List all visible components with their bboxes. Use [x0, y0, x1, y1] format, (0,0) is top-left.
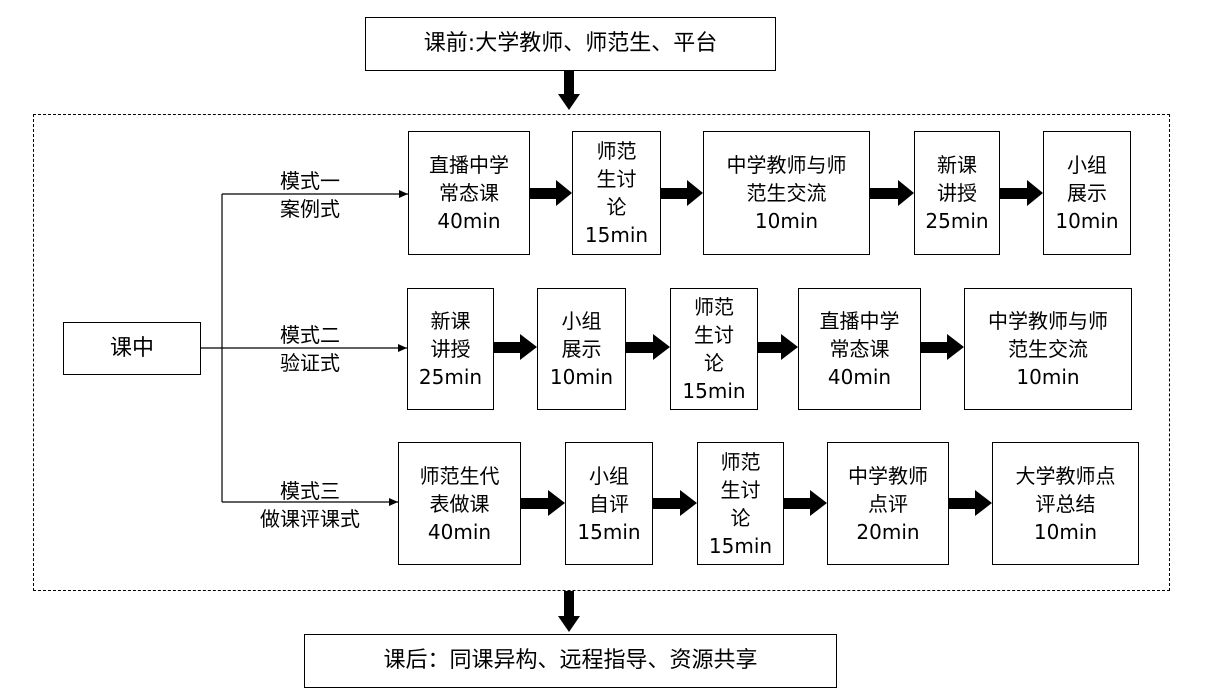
text-line: 小组	[1067, 153, 1107, 177]
text-line: 小组	[589, 463, 629, 488]
text-line: 展示	[561, 337, 602, 361]
text-line: 师范	[596, 139, 637, 163]
text-line: 师范	[720, 449, 761, 474]
in-class-box: 课中	[63, 322, 201, 375]
in-class-region	[33, 114, 1170, 591]
text-line: 25min	[418, 365, 483, 389]
text-line: 大学教师点	[1015, 463, 1116, 488]
text-line: 表做课	[429, 491, 490, 516]
text-line: 15min	[577, 519, 641, 544]
text-line: 新课	[430, 309, 471, 333]
down-arrow-bottom	[558, 591, 580, 632]
row3-arrows	[521, 490, 992, 516]
text-line: 25min	[925, 209, 989, 233]
text-line: 论	[606, 195, 627, 219]
before-class-text: 课前:大学教师、师范生、平台	[423, 31, 718, 56]
mode-2-step-4: 直播中学 常态课 40min	[798, 288, 921, 410]
text-line: 40min	[827, 365, 892, 389]
text-line: 10min	[1016, 365, 1080, 389]
text-line: 师范	[694, 295, 734, 319]
text-line: 10min	[1055, 209, 1119, 233]
text-line: 自评	[589, 491, 629, 516]
text-line: 讲授	[937, 181, 977, 205]
row2-arrows	[494, 334, 964, 360]
mode-3-step-2: 小组 自评 15min	[565, 442, 653, 565]
text-line: 20min	[856, 519, 920, 544]
text-line: 讲授	[430, 337, 471, 361]
mode-1-step-2: 师范 生讨 论 15min	[572, 131, 661, 255]
mode-3-label: 模式三 做课评课式	[250, 477, 370, 533]
text-line: 中学教师	[848, 463, 928, 488]
in-class-text: 课中	[109, 335, 154, 361]
text-line: 验证式	[280, 351, 340, 375]
text-line: 10min	[549, 365, 614, 389]
mode-1-step-3: 中学教师与师 范生交流 10min	[703, 131, 870, 255]
text-line: 点评	[868, 491, 908, 516]
mode-1-step-4: 新课 讲授 25min	[914, 131, 1000, 255]
mode-1-step-1: 直播中学 常态课 40min	[408, 131, 530, 255]
mode-3-step-1: 师范生代 表做课 40min	[398, 442, 521, 565]
text-line: 生讨	[694, 323, 734, 347]
mode-3-step-3: 师范 生讨 论 15min	[697, 442, 784, 565]
text-line: 15min	[584, 223, 649, 247]
text-line: 范生交流	[1008, 337, 1088, 361]
text-line: 评总结	[1035, 491, 1096, 516]
down-arrow-top	[558, 71, 580, 110]
text-line: 模式三	[280, 479, 340, 503]
text-line: 15min	[708, 533, 773, 558]
text-line: 生讨	[596, 167, 637, 191]
mode-1-label: 模式一 案例式	[250, 167, 370, 223]
text-line: 15min	[682, 379, 746, 403]
before-class-box: 课前:大学教师、师范生、平台	[365, 17, 776, 71]
text-line: 生讨	[720, 477, 761, 502]
text-line: 40min	[437, 209, 501, 233]
text-line: 模式一	[280, 169, 340, 193]
text-line: 范生交流	[746, 181, 827, 205]
branch-arrowhead-3	[389, 498, 398, 506]
text-line: 中学教师与师	[726, 153, 847, 177]
mode-2-step-5: 中学教师与师 范生交流 10min	[964, 288, 1132, 410]
text-line: 直播中学	[819, 309, 900, 333]
mode-branch-lines	[201, 193, 408, 503]
row1-arrows	[530, 180, 1043, 206]
text-line: 10min	[1033, 519, 1098, 544]
text-line: 40min	[427, 519, 492, 544]
text-line: 论	[730, 505, 751, 530]
text-line: 常态课	[439, 181, 499, 205]
mode-2-step-3: 师范 生讨 论 15min	[670, 288, 758, 410]
after-class-text: 课后：同课异构、远程指导、资源共享	[383, 648, 758, 673]
text-line: 师范生代	[419, 463, 500, 488]
after-class-box: 课后：同课异构、远程指导、资源共享	[304, 634, 837, 688]
mode-2-step-2: 小组 展示 10min	[537, 288, 626, 410]
branch-arrowhead-2	[398, 344, 407, 352]
text-line: 论	[704, 351, 724, 375]
mode-2-label: 模式二 验证式	[250, 321, 370, 377]
text-line: 新课	[937, 153, 977, 177]
text-line: 直播中学	[429, 153, 509, 177]
text-line: 案例式	[280, 197, 340, 221]
branch-arrowhead-1	[399, 190, 408, 198]
mode-3-step-5: 大学教师点 评总结 10min	[992, 442, 1139, 565]
text-line: 常态课	[829, 337, 890, 361]
text-line: 模式二	[280, 323, 340, 347]
text-line: 展示	[1067, 181, 1107, 205]
text-line: 小组	[561, 309, 602, 333]
mode-2-step-1: 新课 讲授 25min	[407, 288, 494, 410]
text-line: 做课评课式	[260, 507, 360, 531]
text-line: 10min	[754, 209, 819, 233]
text-line: 中学教师与师	[988, 309, 1108, 333]
mode-1-step-5: 小组 展示 10min	[1043, 131, 1131, 255]
mode-3-step-4: 中学教师 点评 20min	[827, 442, 949, 565]
